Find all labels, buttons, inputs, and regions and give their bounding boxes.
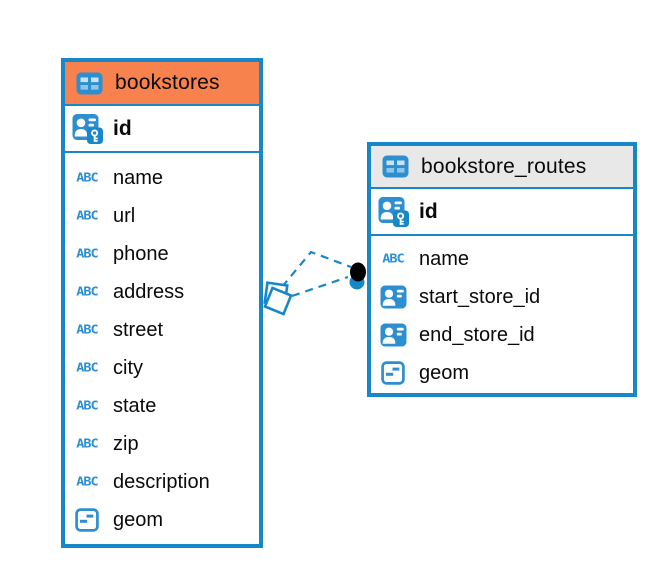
column-name: description [113,470,210,493]
text-type-icon: ABC [71,208,103,224]
table-bookstores-header[interactable]: bookstores [65,62,259,106]
column-name: name [419,247,470,270]
column-name: street [113,318,164,341]
primary-key-icon [71,113,103,144]
column-row-name[interactable]: ABC name [371,240,633,278]
table-title: bookstore_routes [421,154,587,178]
text-type-icon: ABC [71,436,103,452]
text-type-glyph: ABC [76,436,98,452]
text-type-icon: ABC [71,474,103,490]
column-name: end_store_id [419,323,535,346]
text-type-icon: ABC [71,322,103,338]
column-name: name [113,166,164,189]
column-name: city [113,356,143,379]
text-type-glyph: ABC [76,284,98,300]
table-icon [73,72,105,95]
column-name: url [113,204,136,227]
relationship-lines[interactable] [281,250,352,298]
column-row-state[interactable]: ABC state [65,387,259,425]
key-column-row-id[interactable]: id [65,106,259,151]
table-bookstore-routes-header[interactable]: bookstore_routes [371,146,633,189]
text-type-icon: ABC [71,246,103,262]
text-type-icon: ABC [71,284,103,300]
text-type-glyph: ABC [76,170,98,186]
table-bookstore-routes-fields: ABC name start_store_id end_store_id geom [371,236,633,393]
column-row-name[interactable]: ABC name [65,159,259,197]
column-name: geom [419,361,470,384]
foreign-key-icon [377,323,409,347]
column-name: phone [113,242,169,265]
column-row-end_store_id[interactable]: end_store_id [371,316,633,354]
text-type-icon: ABC [71,398,103,414]
text-type-glyph: ABC [382,251,404,267]
table-title: bookstores [115,71,220,94]
column-row-start_store_id[interactable]: start_store_id [371,278,633,316]
table-bookstore-routes[interactable]: bookstore_routes id ABC name start_store_… [367,142,637,397]
text-type-glyph: ABC [76,474,98,490]
table-bookstores-key-section: id [65,106,259,153]
column-name: start_store_id [419,285,541,308]
text-type-glyph: ABC [76,246,98,262]
many-end-diamond [263,281,293,316]
text-type-icon: ABC [71,170,103,186]
column-name: id [113,116,132,140]
key-column-row-id[interactable]: id [371,189,633,234]
column-row-zip[interactable]: ABC zip [65,425,259,463]
primary-key-icon [377,196,409,227]
column-name: zip [113,432,139,455]
geometry-icon [377,361,409,385]
column-row-phone[interactable]: ABC phone [65,235,259,273]
column-row-address[interactable]: ABC address [65,273,259,311]
column-row-geom[interactable]: geom [65,501,259,539]
text-type-icon: ABC [377,251,409,267]
column-row-geom[interactable]: geom [371,354,633,392]
column-row-street[interactable]: ABC street [65,311,259,349]
text-type-glyph: ABC [76,398,98,414]
column-name: geom [113,508,164,531]
one-end-dot [349,262,366,290]
text-type-glyph: ABC [76,208,98,224]
column-name: address [113,280,185,303]
text-type-glyph: ABC [76,322,98,338]
geometry-icon [71,508,103,532]
table-icon [379,155,411,178]
table-bookstore-routes-key-section: id [371,189,633,236]
foreign-key-icon [377,285,409,309]
column-row-description[interactable]: ABC description [65,463,259,501]
text-type-glyph: ABC [76,360,98,376]
column-row-url[interactable]: ABC url [65,197,259,235]
column-name: state [113,394,157,417]
text-type-icon: ABC [71,360,103,376]
column-row-city[interactable]: ABC city [65,349,259,387]
column-name: id [419,199,438,223]
